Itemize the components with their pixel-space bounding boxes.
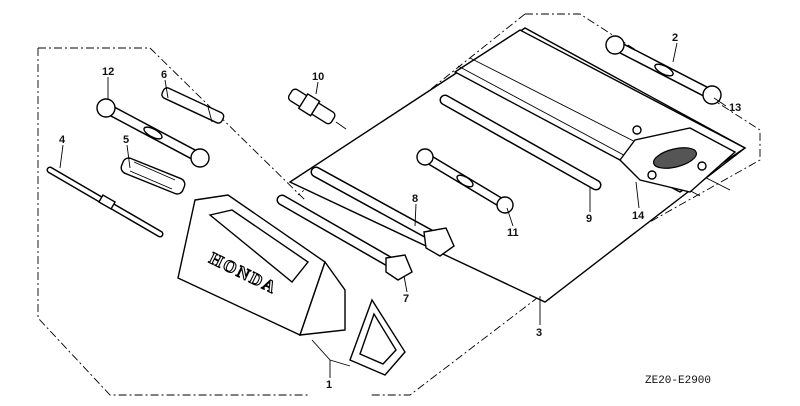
- screwdriver-handle: [120, 157, 186, 195]
- callout-3: 3: [536, 327, 542, 339]
- bag-emblem: [652, 147, 698, 169]
- diagram-code: ZE20-E2900: [645, 375, 711, 387]
- callout-labels: 12 6 10 4 5 2 13 14 9 11 8 7 3 1: [59, 32, 741, 391]
- callout-9: 9: [586, 213, 592, 225]
- handle-bar: [439, 94, 602, 191]
- callout-11: 11: [507, 227, 519, 239]
- callout-2: 2: [672, 32, 678, 44]
- callout-5: 5: [123, 134, 129, 146]
- wrench-12: [96, 98, 210, 168]
- box-spanner-8: [310, 166, 455, 257]
- callout-8: 8: [412, 193, 418, 205]
- callout-13: 13: [729, 102, 741, 114]
- spark-plug: [287, 88, 347, 130]
- screwdriver-shaft: [46, 166, 164, 238]
- callout-4: 4: [59, 134, 66, 146]
- tool-kit-case: HONDA: [177, 194, 406, 376]
- wrench-11: [416, 148, 514, 214]
- leader-lines: [59, 42, 727, 378]
- callout-1: 1: [326, 379, 332, 391]
- callout-10: 10: [312, 71, 324, 83]
- box-spanner-7: [276, 194, 413, 281]
- callout-6: 6: [161, 69, 167, 81]
- callout-12: 12: [102, 66, 114, 78]
- callout-14: 14: [632, 210, 645, 222]
- tool-bag: [288, 27, 747, 303]
- screwdriver-bit: [161, 87, 225, 124]
- callout-7: 7: [403, 293, 409, 305]
